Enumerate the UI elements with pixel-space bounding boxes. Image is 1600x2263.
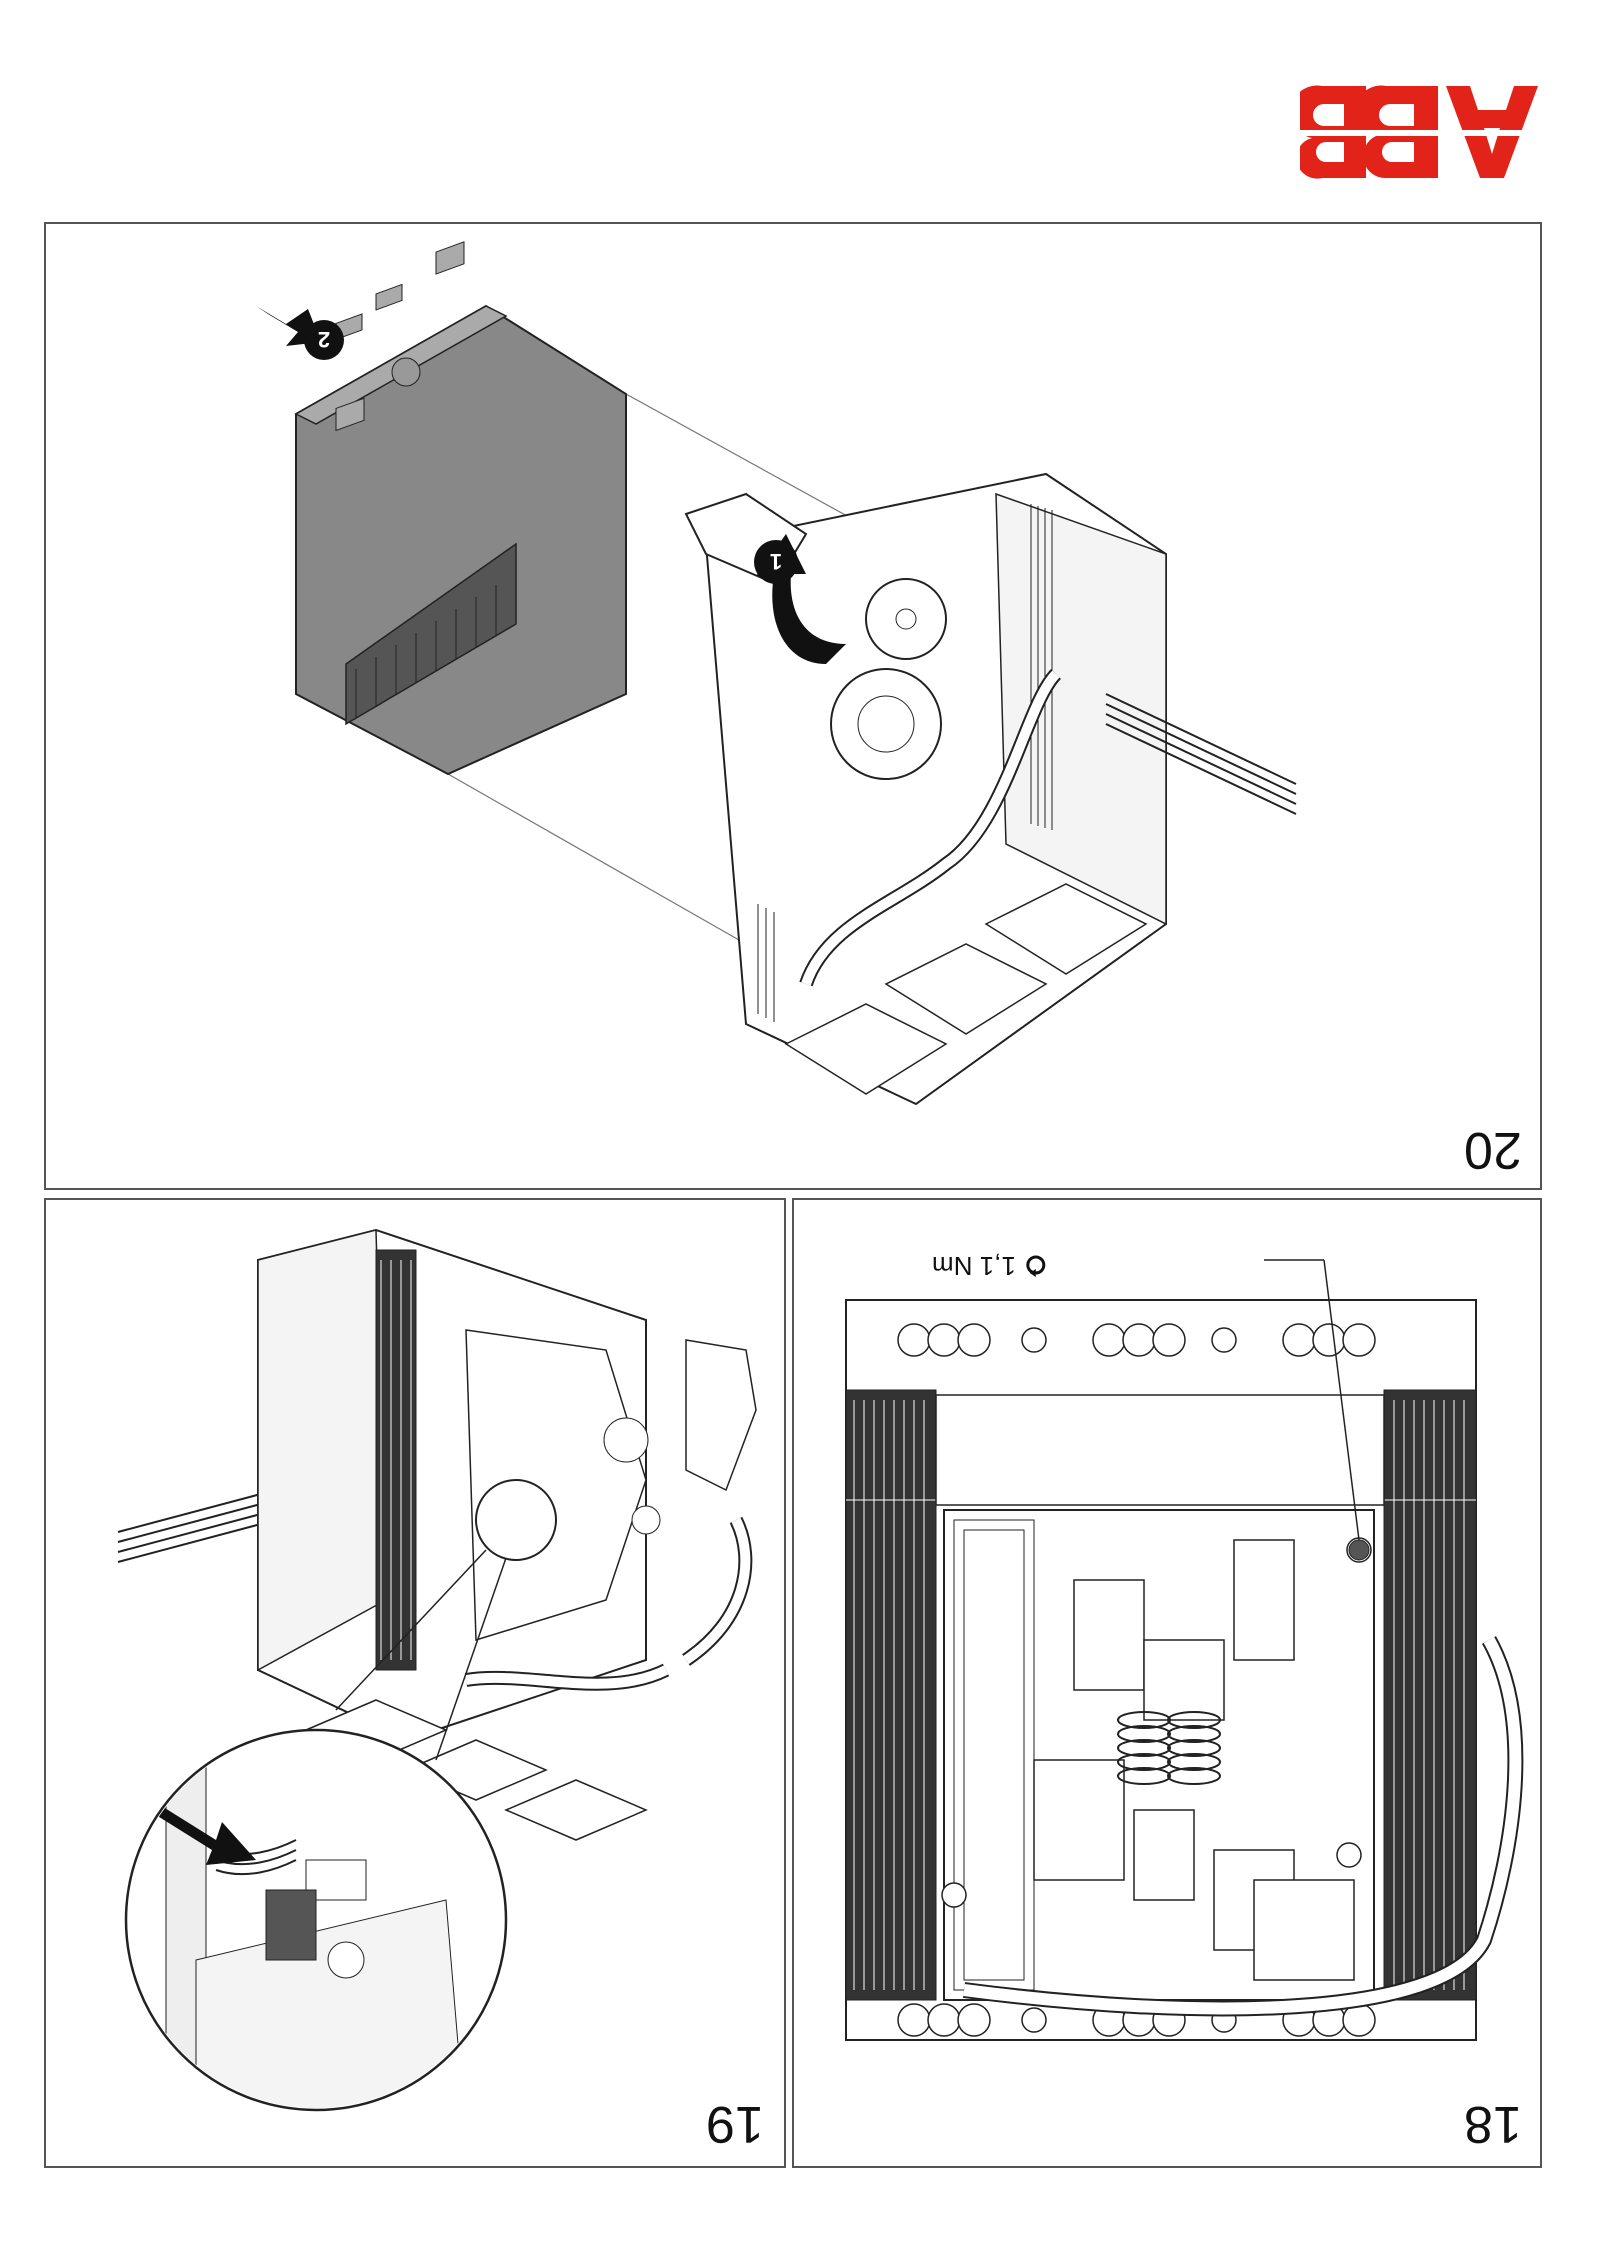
step-18-panel: 1,1 Nm 18 [792,1198,1542,2168]
step-number: 19 [706,2095,764,2153]
step-20-illustration: 1 2 [256,241,1297,1106]
callout-2-label: 2 [318,327,330,352]
step-number: 18 [1464,2095,1522,2153]
abb-logo-graphic [1300,85,1542,179]
torque-spec: 1,1 Nm [932,1250,1048,1281]
callout-1-label: 1 [770,549,782,574]
step-18-illustration [845,1259,1524,2041]
step-20-panel: 1 2 20 [44,222,1542,1190]
abb-logo [1300,82,1542,182]
torque-rotation-icon [1026,1256,1046,1278]
step-number: 20 [1464,1121,1522,1179]
torque-value: 1,1 Nm [932,1251,1016,1281]
step-19-illustration [117,1228,757,2112]
step-19-panel: 19 [44,1198,786,2168]
